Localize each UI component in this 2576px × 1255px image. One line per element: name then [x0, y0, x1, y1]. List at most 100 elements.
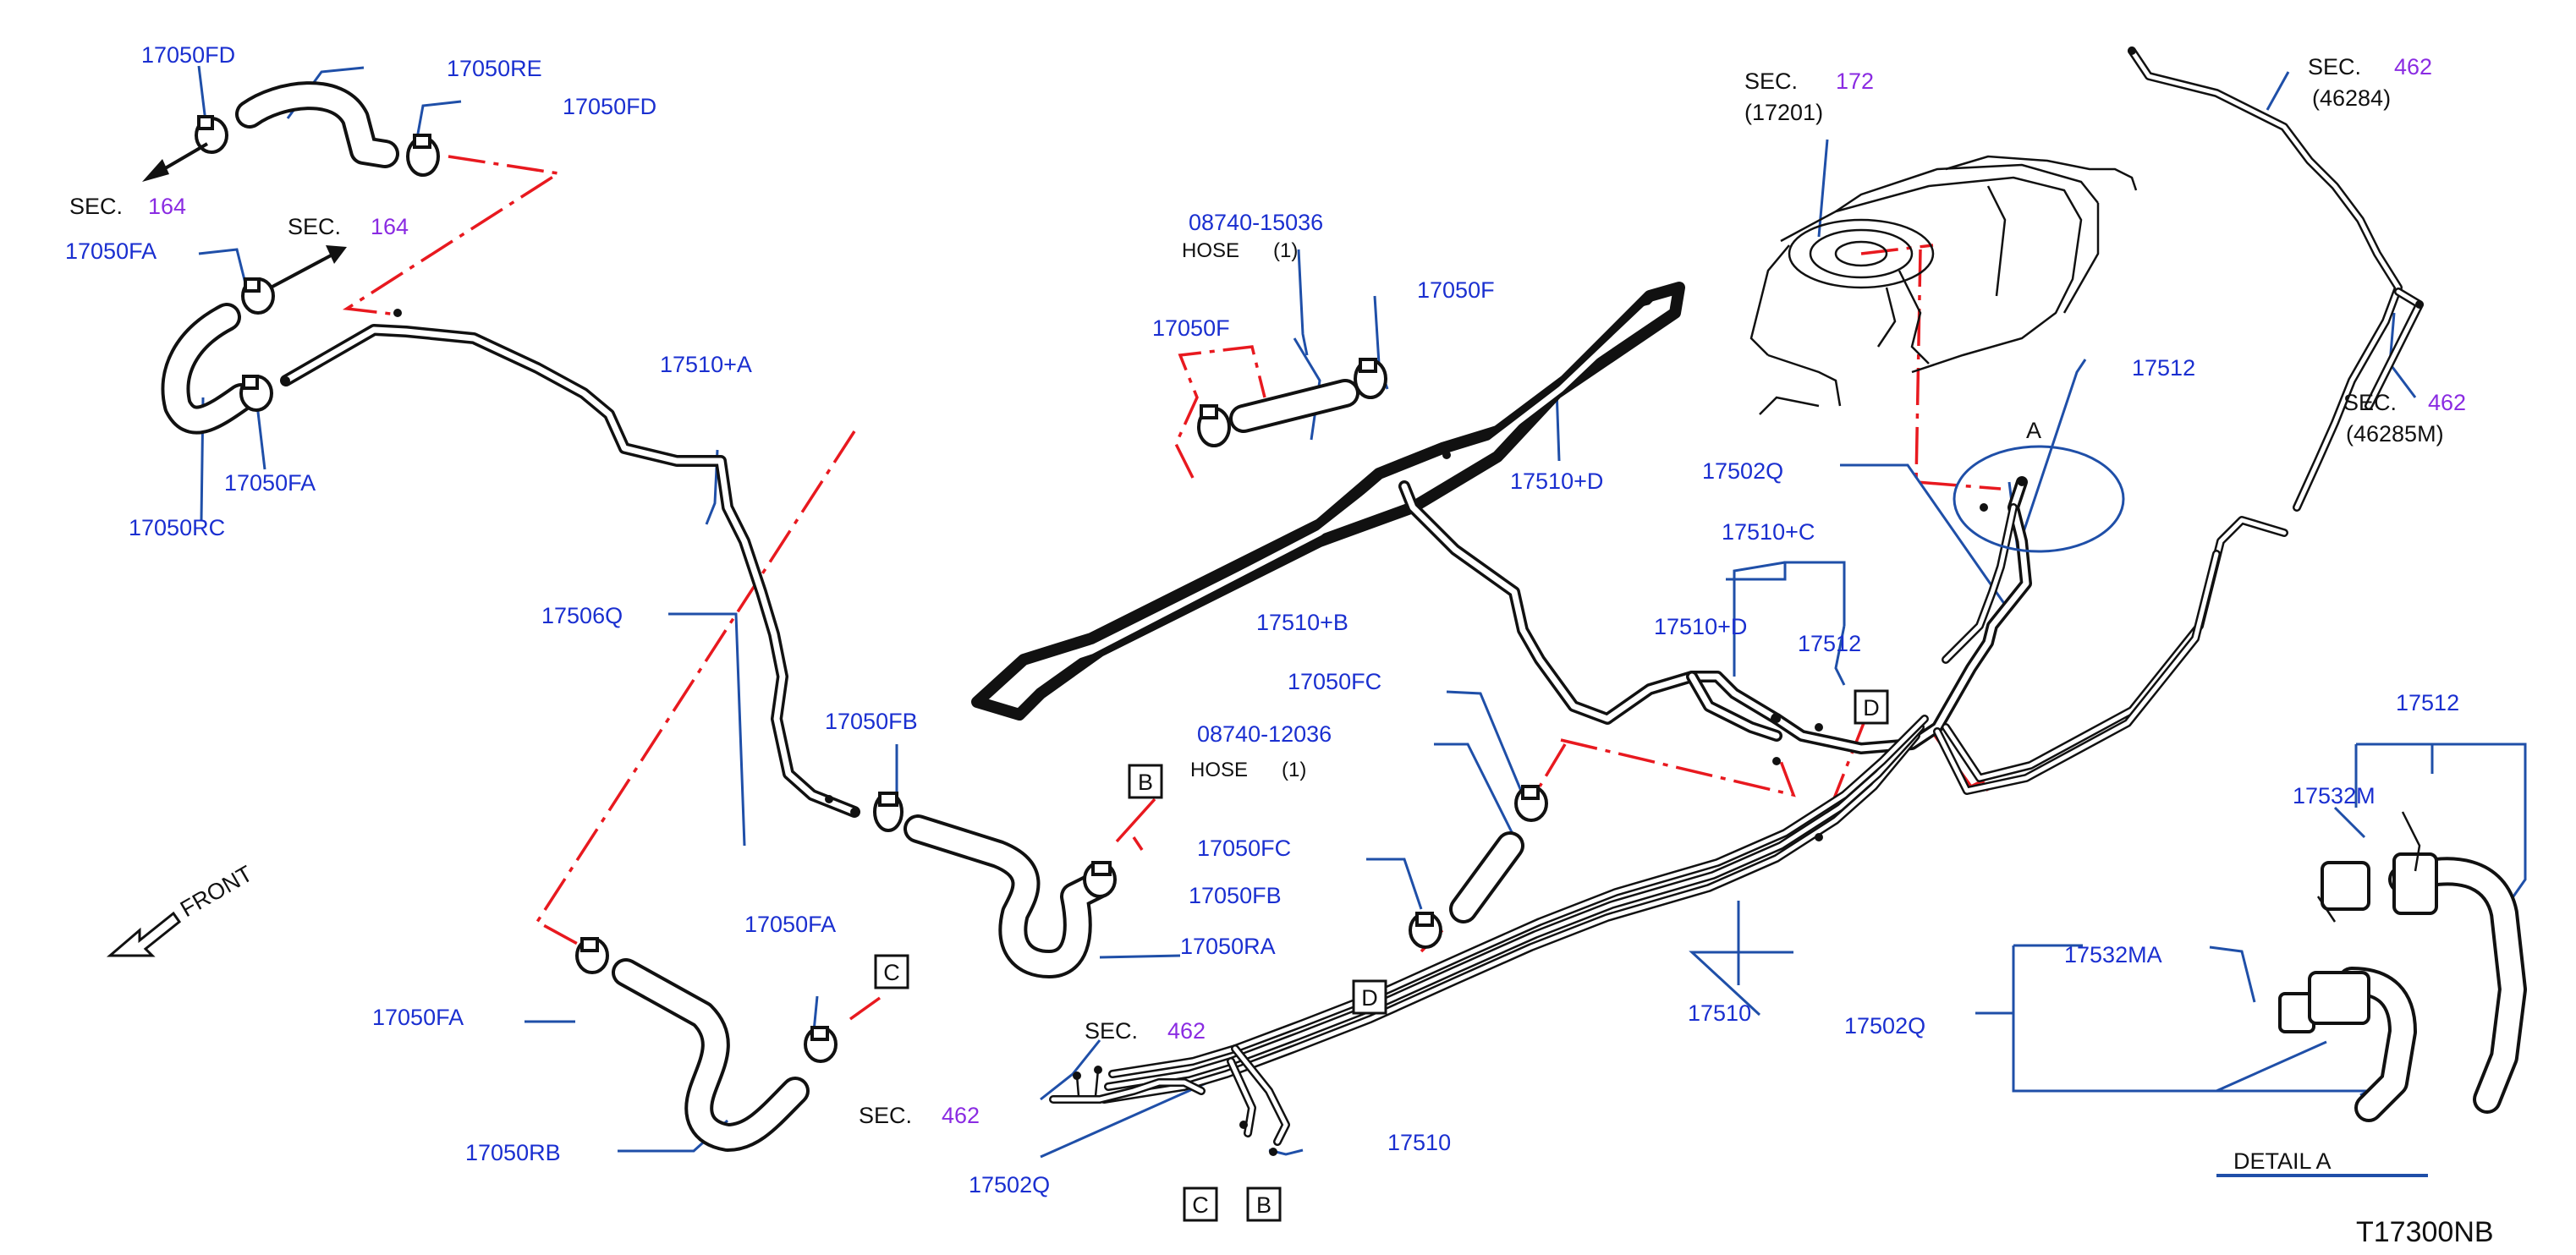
label-17050FA-4: 17050FA	[372, 1005, 464, 1030]
hose-17050RA	[904, 814, 1114, 978]
label-17050FA-2: 17050FA	[224, 470, 316, 496]
section-labels: SEC. 164 SEC. 164 SEC. 172 (17201) SEC. …	[69, 54, 2466, 1128]
sec-462-a-num: 462	[2394, 54, 2432, 79]
sec-462-b-num: 462	[2428, 390, 2466, 415]
sec-462-c-text: SEC.	[1085, 1018, 1138, 1044]
label-17050F-2: 17050F	[1417, 277, 1495, 303]
clamp-17050FC-top	[1514, 785, 1548, 822]
label-17050RC: 17050RC	[129, 515, 225, 540]
label-17050F-1: 17050F	[1152, 315, 1230, 341]
clamp-17050FD-right	[406, 134, 440, 177]
label-17510D-2: 17510+D	[1654, 614, 1747, 639]
label-17532M: 17532M	[2293, 783, 2376, 808]
callout-box-c-bottom: C	[1183, 1186, 1218, 1222]
label-hose-2-qty: (1)	[1282, 759, 1306, 781]
hose-08740-15036	[1229, 379, 1359, 433]
label-17050RB: 17050RB	[465, 1140, 561, 1165]
sec-164-arrow-down	[142, 142, 209, 182]
callout-box-d-left: D	[1352, 979, 1387, 1015]
svg-text:C: C	[1192, 1192, 1209, 1218]
label-17532MA: 17532MA	[2064, 942, 2162, 967]
sec-172-num: 172	[1836, 69, 1874, 94]
label-17050RE: 17050RE	[447, 56, 542, 81]
label-17050FA-1: 17050FA	[65, 238, 157, 264]
diagram-code: T17300NB	[2356, 1216, 2494, 1248]
label-08740-15036: 08740-15036	[1189, 210, 1323, 235]
sec-172-text: SEC.	[1744, 69, 1798, 94]
sec-462-a-ref: (46284)	[2312, 85, 2391, 111]
label-17510-1: 17510	[1688, 1000, 1751, 1026]
clamp-17050FC-bottom	[1409, 912, 1442, 949]
pipe-sec-462-right	[2128, 47, 2424, 512]
sec-164-a-text: SEC.	[69, 194, 123, 219]
sec-164-b-text: SEC.	[288, 214, 341, 239]
hose-08740-12036	[1449, 831, 1524, 923]
fuel-tank-sec-172	[1749, 155, 2138, 415]
detail-a-parts	[1953, 445, 2527, 1177]
clamp-17050FB-right	[1083, 861, 1117, 898]
part-labels: 17050FD 17050RE 17050FD 17050FA 17050FA …	[65, 42, 2459, 1197]
sec-172-ref: (17201)	[1744, 100, 1823, 125]
pipe-17510-A	[280, 324, 860, 818]
sec-462-c-num: 462	[1167, 1018, 1206, 1044]
sec-462-d-text: SEC.	[859, 1103, 912, 1128]
callout-box-b-bottom: B	[1246, 1186, 1282, 1222]
sec-164-b-num: 164	[371, 214, 409, 239]
hose-17050RB	[612, 958, 810, 1152]
label-17050FC-1: 17050FC	[1288, 669, 1381, 694]
label-17506Q: 17506Q	[541, 603, 623, 628]
clamp-17050FB-left	[873, 792, 904, 832]
clamp-17050F-left	[1197, 404, 1231, 447]
sec-462-b-ref: (46285M)	[2346, 421, 2444, 447]
label-17050FB-2: 17050FB	[1189, 883, 1282, 908]
svg-text:D: D	[1361, 985, 1378, 1011]
pipe-17510-C-D	[1686, 476, 2032, 754]
label-17502Q-2: 17502Q	[969, 1172, 1050, 1197]
clamp-17050F-right	[1354, 358, 1387, 399]
callout-box-b-top: B	[1128, 764, 1163, 799]
clamp-17050FA-mid	[239, 375, 273, 412]
label-17050FD-1: 17050FD	[141, 42, 235, 68]
connection-lines	[342, 155, 2002, 1021]
label-hose-1: HOSE	[1182, 239, 1239, 262]
sec-462-b-text: SEC.	[2343, 390, 2397, 415]
svg-text:C: C	[883, 960, 900, 985]
label-08740-12036: 08740-12036	[1197, 721, 1332, 747]
svg-text:B: B	[1138, 770, 1153, 795]
label-17510C: 17510+C	[1722, 519, 1815, 545]
label-17510-2: 17510	[1387, 1130, 1451, 1155]
front-label: FRONT	[176, 861, 257, 922]
pipe-17510-main	[1100, 516, 2288, 1146]
pipe-sec-462-left	[1049, 1069, 1206, 1104]
detail-a-label: DETAIL A	[2233, 1148, 2332, 1174]
callout-box-c-top: C	[874, 954, 909, 989]
callout-box-d-right: D	[1854, 689, 1889, 725]
clamp-17050FA-lower	[575, 937, 609, 974]
svg-text:B: B	[1256, 1192, 1272, 1218]
label-17512-1: 17512	[1798, 631, 1861, 656]
sec-462-a-text: SEC.	[2308, 54, 2361, 79]
sec-164-arrow-up	[270, 245, 347, 289]
svg-text:D: D	[1863, 695, 1880, 721]
hose-17050RE	[235, 81, 399, 168]
label-17510A: 17510+A	[660, 352, 752, 377]
label-17510D-1: 17510+D	[1510, 469, 1603, 494]
label-17050RA: 17050RA	[1180, 934, 1276, 959]
label-17512-3: 17512	[2396, 690, 2459, 715]
pipe-17502Q	[1942, 503, 2018, 664]
label-17512-2: 17512	[2132, 355, 2195, 381]
label-17050FC-2: 17050FC	[1197, 836, 1291, 861]
sec-164-a-num: 164	[148, 194, 186, 219]
label-17502Q-1: 17502Q	[1702, 458, 1783, 484]
detail-a-marker: A	[2026, 418, 2041, 443]
hose-17050RC	[161, 303, 255, 435]
label-17502Q-3: 17502Q	[1844, 1013, 1925, 1039]
clamp-17050FA-top	[241, 277, 275, 315]
pipe-17510-B	[971, 282, 1782, 725]
label-17050FB-1: 17050FB	[825, 709, 918, 734]
junction-dots	[282, 47, 2424, 1156]
label-17050FA-3: 17050FA	[744, 912, 836, 937]
label-hose-1-qty: (1)	[1273, 239, 1298, 262]
